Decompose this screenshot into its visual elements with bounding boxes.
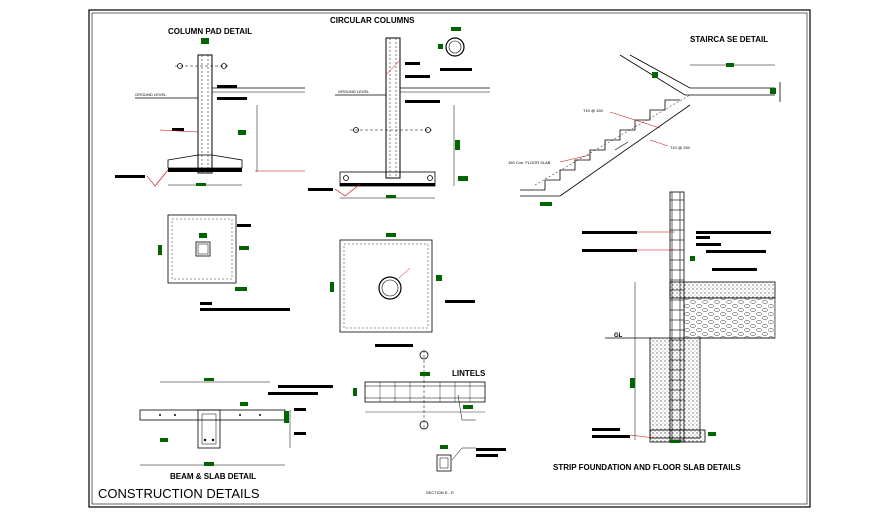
circular-column-section — [308, 27, 490, 199]
circular-column-plan — [330, 233, 475, 347]
sheet-title: CONSTRUCTION DETAILS — [98, 486, 260, 501]
staircase-section — [520, 54, 781, 206]
beam-slab-title: BEAM & SLAB DETAIL — [170, 472, 256, 481]
lintels-title: LINTELS — [452, 369, 486, 378]
beam-slab-section — [139, 378, 333, 466]
staircase-label-slab: 150 Con. FLOOR SLAB — [508, 160, 551, 165]
column-pad-title: COLUMN PAD DETAIL — [168, 27, 252, 36]
column-pad-ground-label: GROUND LEVEL — [135, 92, 167, 97]
gl-label: GL — [614, 333, 623, 339]
outer-border — [88, 9, 811, 508]
column-pad-plan — [158, 214, 290, 311]
circular-ground-label: GROUND LEVEL — [338, 89, 370, 94]
column-pad-section — [115, 38, 305, 187]
lintel-section — [353, 350, 506, 472]
staircase-label-t10-b: T10 @ 150 — [670, 145, 691, 150]
lintel-section-label: SECTION E - E — [426, 490, 454, 495]
staircase-title: STAIRCA SE DETAIL — [690, 35, 768, 44]
circular-columns-title: CIRCULAR COLUMNS — [330, 16, 415, 25]
strip-foundation-section — [582, 191, 776, 443]
strip-foundation-title: STRIP FOUNDATION AND FLOOR SLAB DETAILS — [553, 463, 741, 472]
inner-border — [91, 12, 808, 505]
staircase-label-t10-a: T10 @ 150 — [583, 108, 604, 113]
